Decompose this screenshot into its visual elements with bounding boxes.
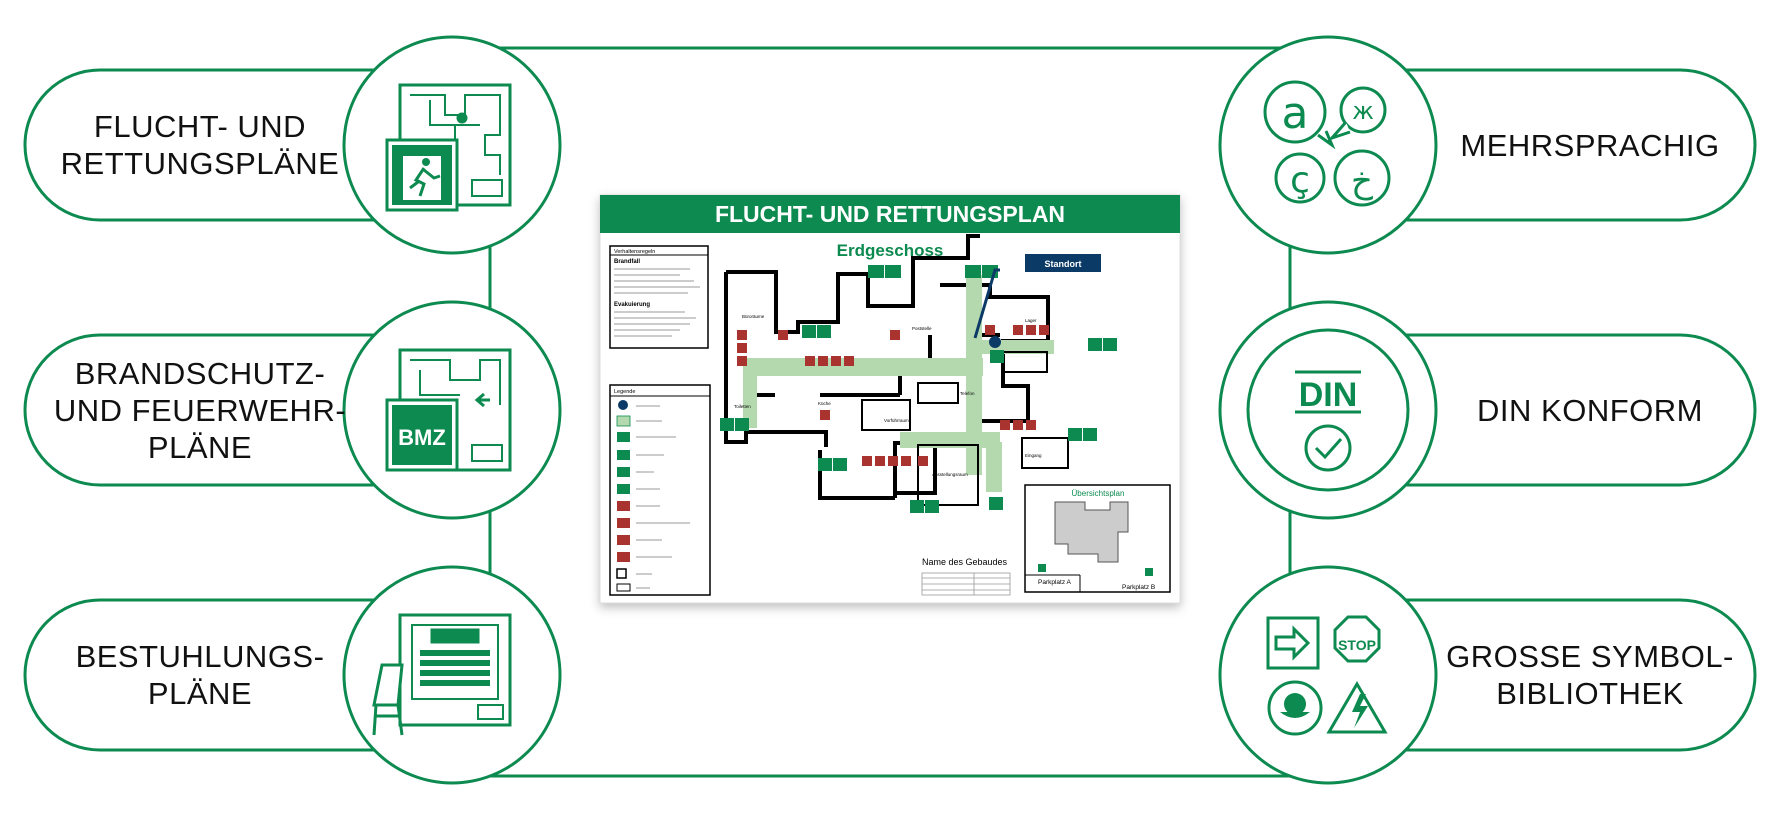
feature-label-line: BIBLIOTHEK — [1496, 676, 1684, 711]
rules-fire-heading: Brandfall — [614, 259, 640, 265]
room-label-phone: Telefon — [960, 391, 975, 396]
room-label-kitchen: Küche — [818, 401, 831, 406]
evacuation-plan: FLUCHT- UND RETTUNGSPLAN Erdgeschoss Ver… — [599, 194, 1181, 604]
rules-title: Verhaltensregeln — [614, 249, 655, 255]
bmz-icon-text: BMZ — [398, 425, 446, 450]
feature-label-line: PLÄNE — [147, 429, 253, 465]
plan-floor-label: Erdgeschoss — [837, 241, 944, 260]
room-label-exhibition: Ausstellungsraum — [932, 472, 968, 477]
lang-cyrillic-glyph: ж — [1352, 97, 1374, 125]
bmz-plan-icon: BMZ — [385, 348, 512, 472]
room-label-toilets: Toiletten — [734, 404, 751, 409]
rules-evacuation-heading: Evakuierung — [614, 302, 650, 308]
parking-b-label: Parkplatz B — [1122, 584, 1155, 591]
building-name: Name des Gebaudes — [922, 557, 1008, 567]
escape-plan-icon — [385, 83, 512, 212]
feature-label-line: BESTUHLUNGS- — [75, 639, 325, 674]
symbol-library-icon: STOP — [1266, 615, 1388, 736]
stop-icon-text: STOP — [1338, 637, 1376, 653]
lang-arabic-glyph: خ — [1351, 161, 1373, 201]
feature-label-line: DIN KONFORM — [1477, 392, 1703, 428]
feature-label-fire-protection-plans: BRANDSCHUTZ-UND FEUERWEHR-PLÄNE — [30, 353, 370, 467]
seating-plan-icon — [372, 613, 512, 736]
feature-label-multilingual: MEHRSPRACHIG — [1440, 88, 1740, 202]
room-label-offices: Büroräume — [742, 314, 765, 319]
feature-label-line: BRANDSCHUTZ- — [74, 355, 326, 391]
standort-label: Standort — [1045, 259, 1082, 269]
feature-label-din-compliant: DIN KONFORM — [1440, 353, 1740, 467]
feature-label-symbol-library: GROSSE SYMBOL-BIBLIOTHEK — [1440, 618, 1740, 732]
lang-a-glyph: a — [1282, 88, 1309, 139]
parking-a-label: Parkplatz A — [1038, 579, 1072, 586]
plan-title: FLUCHT- UND RETTUNGSPLAN — [715, 201, 1065, 227]
overview-box: Übersichtsplan Parkplatz A Parkplatz B — [1024, 484, 1171, 593]
lang-c-cedilla-glyph: ç — [1290, 160, 1310, 201]
feature-label-seating-plans: BESTUHLUNGS-PLÄNE — [30, 618, 370, 732]
building-info: Name des Gebaudes — [921, 557, 1011, 596]
feature-label-line: RETTUNGSPLÄNE — [60, 146, 340, 181]
room-label-mailroom: Poststelle — [912, 326, 932, 331]
room-label-entrance: Eingang — [1025, 453, 1042, 458]
overview-title: Übersichtsplan — [1072, 489, 1125, 498]
room-label-storage: Lager — [1025, 318, 1037, 323]
feature-label-line: GROSSE SYMBOL- — [1446, 639, 1734, 674]
din-icon-text: DIN — [1299, 376, 1358, 414]
din-check-icon: DIN — [1246, 328, 1410, 492]
feature-label-line: UND FEUERWEHR- — [53, 392, 347, 428]
feature-label-line: MEHRSPRACHIG — [1460, 127, 1720, 163]
feature-label-line: FLUCHT- UND — [93, 109, 307, 144]
multilingual-icon: a ж ç خ — [1263, 80, 1391, 207]
room-label-presentation: Vorführraum — [884, 418, 909, 423]
legend-title: Legende — [614, 389, 635, 395]
icon-circle-languages — [1218, 35, 1438, 255]
feature-label-line: PLÄNE — [147, 676, 253, 711]
rules-box: Verhaltensregeln Brandfall Evakuierung — [609, 245, 709, 349]
icon-circle-symbols — [1218, 565, 1438, 785]
legend-box: Legende — [609, 384, 711, 596]
standort-marker: Standort — [973, 254, 1101, 348]
icon-circle-din — [1218, 300, 1438, 520]
